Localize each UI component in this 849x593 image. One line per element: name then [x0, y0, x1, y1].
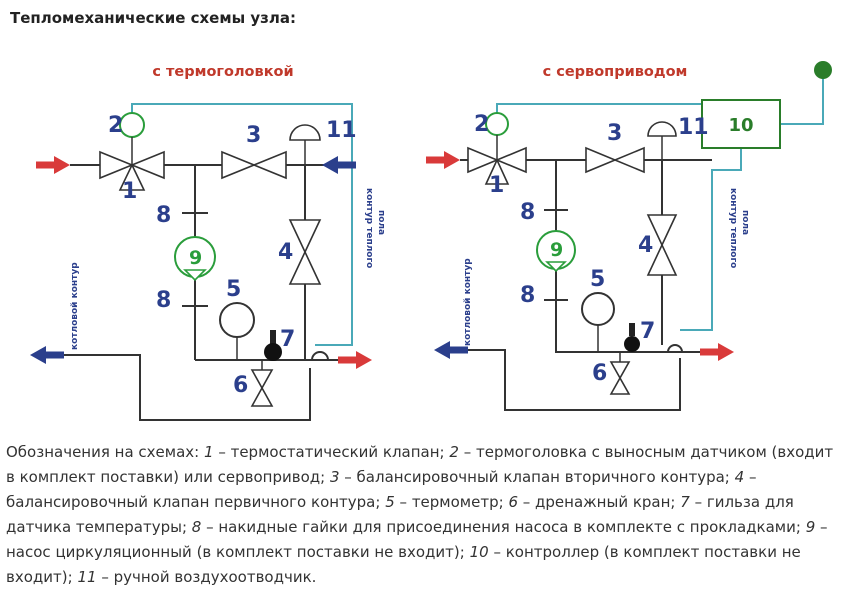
- label-10: 10: [728, 115, 753, 136]
- inlet-arrow: [36, 156, 70, 174]
- label-8-bottom: 8: [520, 283, 535, 308]
- label-11: 11: [678, 115, 709, 140]
- label-9: 9: [189, 247, 202, 269]
- label-11: 11: [326, 118, 357, 143]
- scheme-servo: с сервоприводом 10: [426, 61, 832, 411]
- balancing-valve-primary: [288, 219, 322, 285]
- floor-circuit-label-2: пола: [376, 210, 386, 235]
- outdoor-sensor-icon: [814, 61, 832, 79]
- label-9: 9: [550, 239, 563, 261]
- floor-circuit-label: контур теплого: [364, 188, 374, 268]
- air-vent-icon: [647, 121, 677, 137]
- sensor-wire: [131, 103, 353, 346]
- page-heading: Тепломеханические схемы узла:: [10, 9, 297, 27]
- label-5: 5: [590, 267, 605, 292]
- label-4: 4: [638, 233, 653, 258]
- thermometer-icon: [581, 292, 615, 326]
- boiler-circuit-label: котловой контур: [463, 258, 473, 346]
- label-3: 3: [246, 123, 261, 148]
- label-6: 6: [233, 373, 248, 398]
- supply-arrow: [700, 343, 734, 361]
- sensor-well-icon: [629, 323, 635, 336]
- legend-prefix: Обозначения на схемах:: [6, 443, 200, 461]
- label-7: 7: [280, 327, 295, 352]
- air-vent-icon: [289, 124, 321, 141]
- scheme-title: с сервоприводом: [543, 64, 688, 80]
- inlet-arrow: [426, 151, 460, 169]
- label-8-top: 8: [156, 203, 171, 228]
- label-2: 2: [108, 113, 123, 138]
- label-4: 4: [278, 240, 293, 265]
- schemes-diagram: с термоголовкой: [30, 61, 832, 421]
- controller-box: [701, 99, 781, 149]
- supply-arrow: [338, 351, 372, 369]
- scheme-title: с термоголовкой: [152, 64, 293, 80]
- thermometer-icon: [219, 302, 255, 338]
- floor-circuit-label-2: пола: [740, 210, 750, 235]
- label-3: 3: [607, 121, 622, 146]
- scheme-thermohead: с термоголовкой: [30, 64, 386, 421]
- thermohead-icon: [119, 112, 145, 138]
- return-arrow: [322, 156, 356, 174]
- label-1: 1: [489, 173, 504, 198]
- label-1: 1: [122, 179, 137, 204]
- label-2: 2: [474, 112, 489, 137]
- floor-circuit-label: контур теплого: [728, 188, 738, 268]
- boiler-circuit-label: котловой контур: [70, 262, 80, 350]
- balancing-valve-primary: [646, 214, 678, 276]
- label-8-bottom: 8: [156, 288, 171, 313]
- label-8-top: 8: [520, 200, 535, 225]
- drain-valve: [250, 360, 274, 407]
- balancing-valve-secondary: [221, 150, 287, 180]
- thermostatic-valve: [467, 146, 527, 185]
- legend-caption: Обозначения на схемах: 1 – термостатичес…: [6, 443, 834, 586]
- outlet-arrow: [30, 346, 64, 364]
- sensor-well-icon: [270, 330, 276, 344]
- balancing-valve-secondary: [585, 146, 645, 174]
- label-7: 7: [640, 319, 655, 344]
- drain-valve: [609, 352, 631, 395]
- label-6: 6: [592, 361, 607, 386]
- label-5: 5: [226, 277, 241, 302]
- thermostatic-valve: [99, 150, 165, 191]
